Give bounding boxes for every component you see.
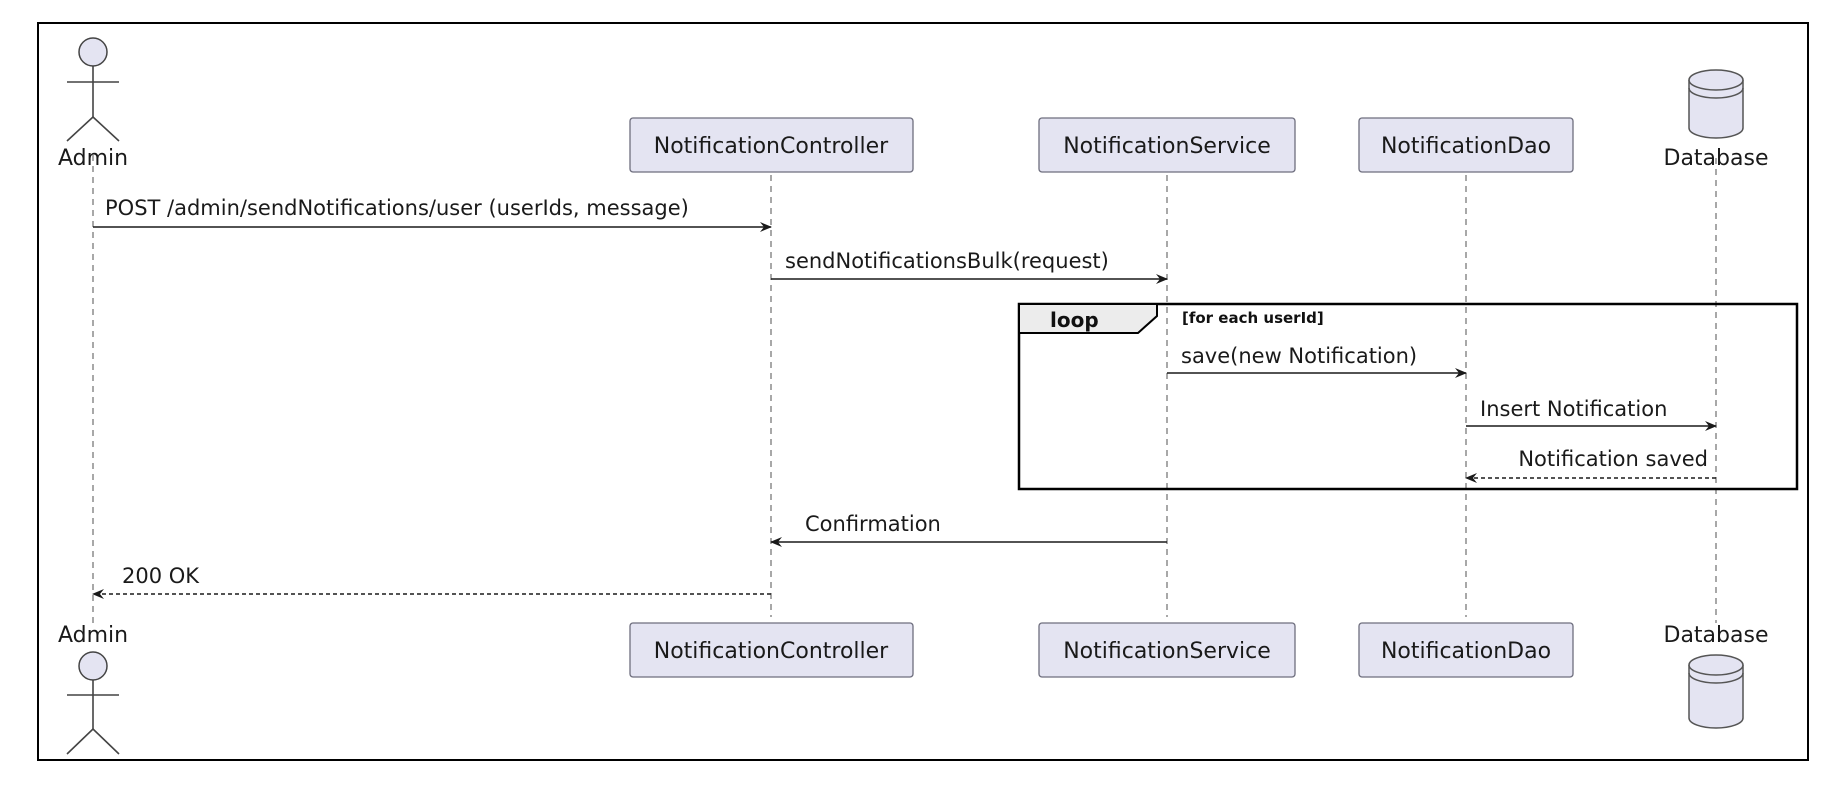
- database-cylinder-top: [1688, 69, 1744, 91]
- database-cylinder-top: [1688, 654, 1744, 676]
- participant-box: [1358, 117, 1574, 173]
- participant-label: Admin: [58, 623, 128, 648]
- participant-controller-top: NotificationController: [629, 117, 914, 173]
- participant-controller-bottom: NotificationController: [629, 622, 914, 678]
- message-200-ok: 200 OK: [92, 564, 771, 599]
- participant-database-top: Database: [1664, 69, 1769, 171]
- actor-admin-bottom: Admin: [58, 623, 128, 755]
- actor-head: [78, 651, 108, 681]
- database-cylinder-rim: [1688, 87, 1744, 99]
- message-label: Insert Notification: [1480, 397, 1667, 421]
- participant-label: NotificationService: [1063, 134, 1271, 159]
- loop-guard: [for each userId]: [1182, 309, 1324, 327]
- participant-box: [629, 622, 914, 678]
- message-save: save(new Notification): [1167, 344, 1467, 378]
- participant-database-bottom: Database: [1664, 623, 1769, 729]
- loop-keyword: loop: [1050, 308, 1099, 332]
- participant-label: Database: [1664, 146, 1769, 171]
- actor-admin-top: Admin: [58, 37, 128, 171]
- message-label: Confirmation: [805, 512, 941, 536]
- loop-frame: [1017, 302, 1799, 491]
- participant-box: [1358, 622, 1574, 678]
- message-label: save(new Notification): [1181, 344, 1417, 368]
- participant-box: [1038, 622, 1296, 678]
- participant-label: NotificationController: [654, 639, 889, 664]
- loop-tab: [1018, 303, 1158, 334]
- actor-legs: [66, 115, 120, 142]
- participant-label: NotificationDao: [1381, 639, 1551, 664]
- database-cylinder-body: [1688, 80, 1744, 139]
- participant-label: Database: [1664, 623, 1769, 648]
- database-cylinder-body: [1688, 665, 1744, 729]
- actor-head: [78, 37, 108, 67]
- participant-label: Admin: [58, 146, 128, 171]
- database-cylinder-rim: [1688, 672, 1744, 684]
- actor-legs: [66, 727, 120, 755]
- message-post-request: POST /admin/sendNotifications/user (user…: [93, 196, 772, 232]
- message-label: 200 OK: [122, 564, 200, 588]
- participant-label: NotificationDao: [1381, 134, 1551, 159]
- participant-service-bottom: NotificationService: [1038, 622, 1296, 678]
- message-saved-reply: Notification saved: [1465, 447, 1716, 483]
- participant-service-top: NotificationService: [1038, 117, 1296, 173]
- participant-label: NotificationController: [654, 134, 889, 159]
- participant-box: [629, 117, 914, 173]
- participant-dao-top: NotificationDao: [1358, 117, 1574, 173]
- message-label: POST /admin/sendNotifications/user (user…: [105, 196, 689, 220]
- message-label: Notification saved: [1518, 447, 1708, 471]
- participant-dao-bottom: NotificationDao: [1358, 622, 1574, 678]
- message-confirmation: Confirmation: [770, 512, 1167, 547]
- loop-fragment: loop [for each userId]: [1017, 302, 1799, 491]
- participant-label: NotificationService: [1063, 639, 1271, 664]
- message-insert: Insert Notification: [1466, 397, 1717, 431]
- participant-box: [1038, 117, 1296, 173]
- message-label: sendNotificationsBulk(request): [785, 249, 1109, 273]
- message-send-bulk: sendNotificationsBulk(request): [771, 249, 1168, 284]
